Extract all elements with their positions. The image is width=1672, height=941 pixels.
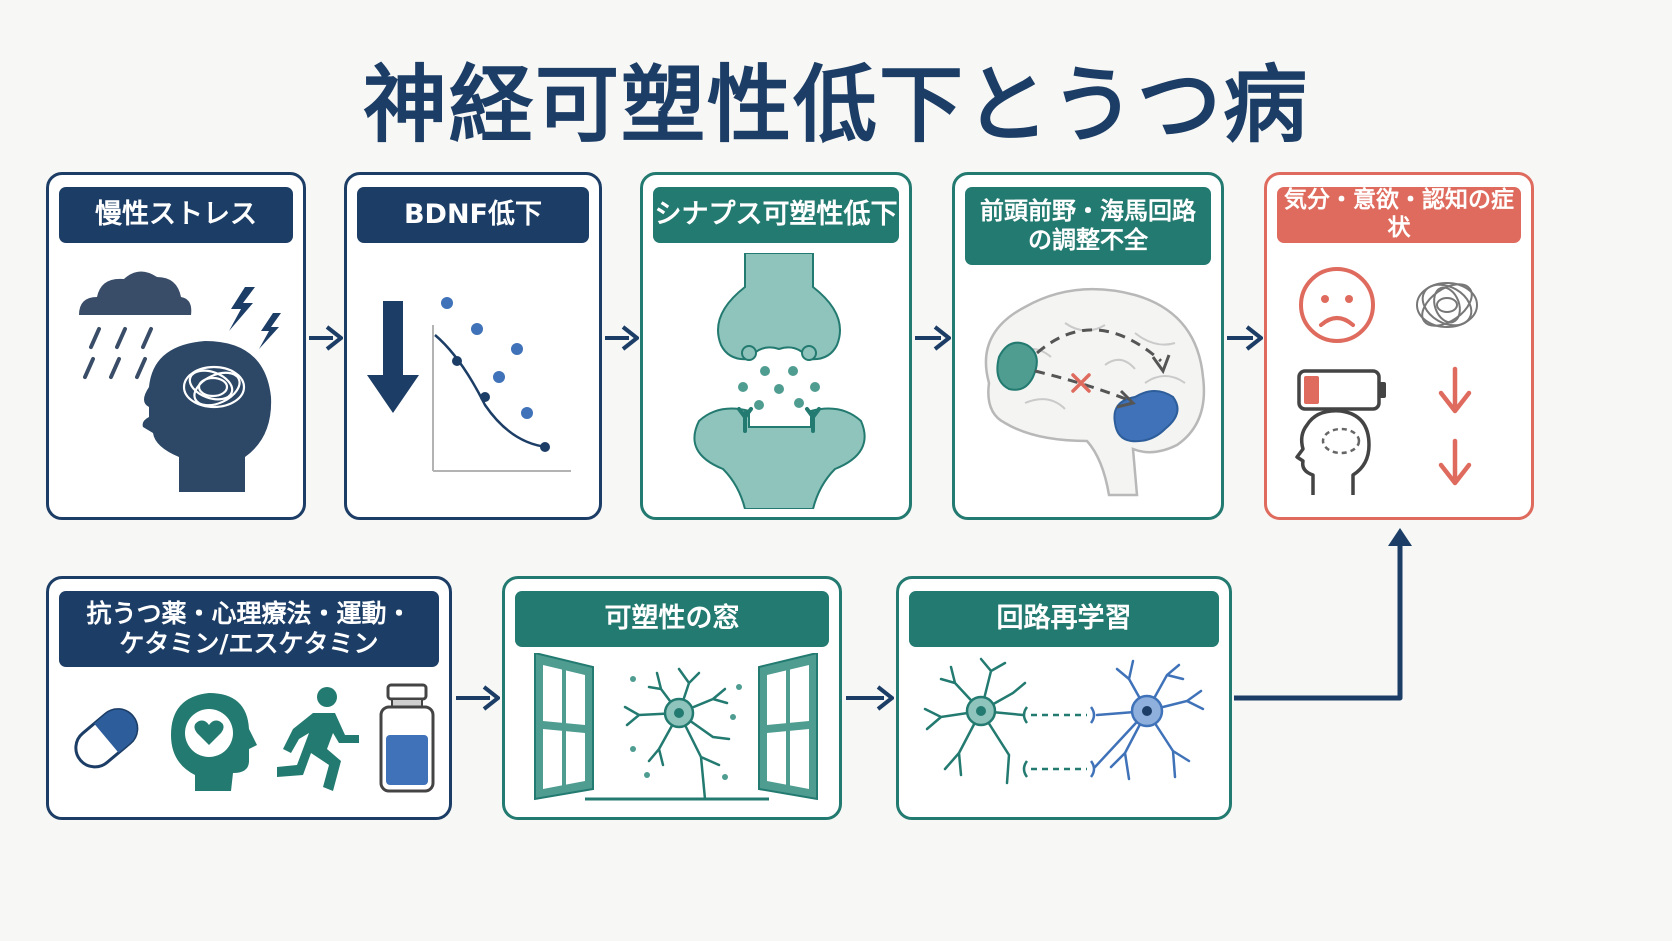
card-label-line: ケタミン/エスケタミン — [119, 629, 379, 658]
card-symptoms: 気分・意欲・認知の症状 — [1264, 172, 1534, 520]
bdnf-decline-graph — [367, 297, 571, 472]
card-label: BDNF低下 — [357, 187, 589, 243]
card-circuit-relearning: 回路再学習 — [896, 576, 1232, 820]
card-label-line: 前頭前野・海馬回路 — [980, 197, 1196, 226]
arrow-right-icon — [915, 325, 951, 351]
arrow-right-icon — [846, 685, 894, 711]
card-label-line: 抗うつ薬・心理療法・運動・ — [86, 599, 412, 628]
stress-illustration — [79, 271, 281, 492]
card-label: 前頭前野・海馬回路 の調整不全 — [965, 187, 1211, 265]
card-label-text: 気分・意欲・認知の症状 — [1284, 187, 1514, 241]
intervention-icons — [74, 683, 435, 793]
neuron-icon — [623, 667, 731, 801]
window-neuron-icon — [534, 653, 818, 801]
card-label-text: シナプス可塑性低下 — [654, 198, 898, 230]
arrow-right-icon — [309, 325, 343, 351]
down-arrow-icon — [1438, 366, 1472, 414]
sad-face-icon — [1299, 267, 1375, 343]
therapy-head-icon — [171, 693, 257, 791]
down-arrow-icon — [367, 301, 419, 413]
lightning-icon — [229, 287, 281, 349]
card-label-line: の調整不全 — [1028, 226, 1148, 254]
brain-circuit-icon — [984, 287, 1206, 497]
card-synaptic-plasticity: シナプス可塑性低下 — [640, 172, 912, 520]
low-battery-icon — [1297, 369, 1386, 411]
card-bdnf: BDNF低下 — [344, 172, 602, 520]
tangle-icon — [1416, 282, 1478, 328]
page-title: 神経可塑性低下とうつ病 — [362, 56, 1309, 154]
arrow-right-icon — [605, 325, 639, 351]
window-left-icon — [534, 653, 594, 801]
blocked-x-icon — [1071, 373, 1091, 393]
synapse-icon — [693, 253, 866, 509]
neuron-left-icon — [923, 657, 1027, 785]
pill-icon — [74, 708, 139, 769]
prefrontal-region — [996, 341, 1038, 391]
card-label-text: BDNF低下 — [403, 198, 543, 230]
card-label-text: 可塑性の窓 — [604, 602, 740, 634]
card-label: 回路再学習 — [909, 591, 1219, 647]
arrow-right-icon — [1227, 325, 1263, 351]
arrow-right-icon — [456, 685, 500, 711]
head-outline-icon — [1295, 409, 1371, 495]
feedback-arrow-icon — [1234, 528, 1412, 701]
card-label: シナプス可塑性低下 — [653, 187, 899, 243]
rain-cloud-icon — [79, 271, 192, 379]
card-label: 気分・意欲・認知の症状 — [1277, 187, 1521, 243]
synapse-link-icon — [1022, 706, 1096, 778]
window-right-icon — [758, 653, 818, 801]
card-label-text: 慢性ストレス — [95, 198, 257, 230]
card-interventions: 抗うつ薬・心理療法・運動・ ケタミン/エスケタミン — [46, 576, 452, 820]
card-label-text: 回路再学習 — [996, 602, 1132, 634]
card-chronic-stress: 慢性ストレス — [46, 172, 306, 520]
card-label: 慢性ストレス — [59, 187, 293, 243]
vial-icon — [379, 683, 435, 793]
card-circuit-dysregulation: 前頭前野・海馬回路 の調整不全 — [952, 172, 1224, 520]
neuron-connection-icon — [923, 657, 1205, 785]
symptom-icons — [1295, 267, 1478, 495]
card-label: 可塑性の窓 — [515, 591, 829, 647]
card-plasticity-window: 可塑性の窓 — [502, 576, 842, 820]
card-label: 抗うつ薬・心理療法・運動・ ケタミン/エスケタミン — [59, 591, 439, 667]
down-arrow-icon — [1438, 438, 1472, 486]
stressed-head-icon — [142, 341, 272, 492]
running-icon — [277, 687, 359, 791]
